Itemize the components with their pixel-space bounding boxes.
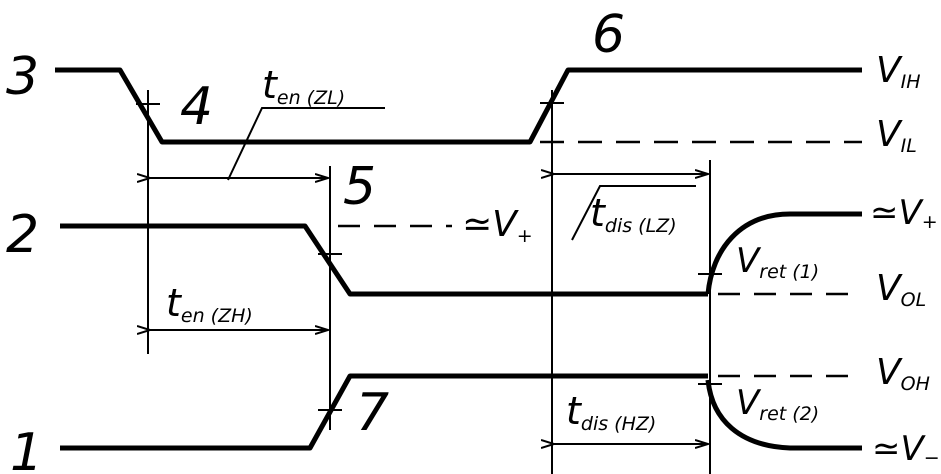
vret1-main: V xyxy=(736,241,762,281)
vplus-right-sub: + xyxy=(922,211,938,233)
voh-main: V xyxy=(876,352,903,393)
vol-label: VOL xyxy=(876,268,926,311)
tdis-hz-sub: dis (HZ) xyxy=(581,413,656,435)
tdis-hz-label: tdis (HZ) xyxy=(566,389,656,435)
vil-label: VIL xyxy=(876,114,917,157)
edge-number-5: 5 xyxy=(343,157,376,217)
edge-number-6: 6 xyxy=(592,5,625,65)
tdis-lz-main: t xyxy=(590,191,607,235)
signal-number-3: 3 xyxy=(6,47,39,107)
vminus-right-main: ≃V xyxy=(872,429,926,469)
vol-sub: OL xyxy=(901,289,927,311)
vplus-right-main: ≃V xyxy=(870,193,924,233)
vih-main: V xyxy=(876,50,903,91)
vplus-mid-label: ≃V+ xyxy=(462,204,533,247)
ten-zl-main: t xyxy=(262,63,279,107)
signal-number-2: 2 xyxy=(6,205,39,265)
signal-number-1: 1 xyxy=(10,423,43,474)
vplus-right-label: ≃V+ xyxy=(870,193,938,233)
ten-zh-main: t xyxy=(166,281,183,325)
vret2-label: Vret (2) xyxy=(736,383,819,425)
vplus-mid-main: ≃V xyxy=(462,204,519,245)
vih-sub: IH xyxy=(901,71,921,93)
vret2-sub: ret (2) xyxy=(759,403,819,425)
ten-zl-label: ten (ZL) xyxy=(262,63,345,109)
vret2-main: V xyxy=(736,383,762,423)
ten-zh-sub: en (ZH) xyxy=(181,305,253,327)
vplus-mid-sub: + xyxy=(517,225,533,247)
voh-sub: OH xyxy=(901,373,930,395)
vil-sub: IL xyxy=(901,135,917,157)
vminus-right-sub: − xyxy=(924,447,940,469)
vil-main: V xyxy=(876,114,903,155)
edge-number-4: 4 xyxy=(180,77,213,137)
tdis-lz-label: tdis (LZ) xyxy=(590,191,677,237)
signal-2-waveform xyxy=(60,223,708,297)
tdis-lz-sub: dis (LZ) xyxy=(605,215,677,237)
ten-zh-label: ten (ZH) xyxy=(166,281,253,327)
voh-label: VOH xyxy=(876,352,930,395)
tdis-lz-leader xyxy=(571,185,696,241)
tdis-hz-main: t xyxy=(566,389,583,433)
vret1-sub: ret (1) xyxy=(759,261,819,283)
ten-zl-leader xyxy=(227,107,385,181)
signal-3-waveform xyxy=(55,67,862,145)
vret1-label: Vret (1) xyxy=(736,241,819,283)
edge-number-7: 7 xyxy=(356,383,389,443)
vol-main: V xyxy=(876,268,903,309)
vih-label: VIH xyxy=(876,50,921,93)
ten-zl-sub: en (ZL) xyxy=(277,87,345,109)
vminus-right-label: ≃V− xyxy=(872,429,940,469)
